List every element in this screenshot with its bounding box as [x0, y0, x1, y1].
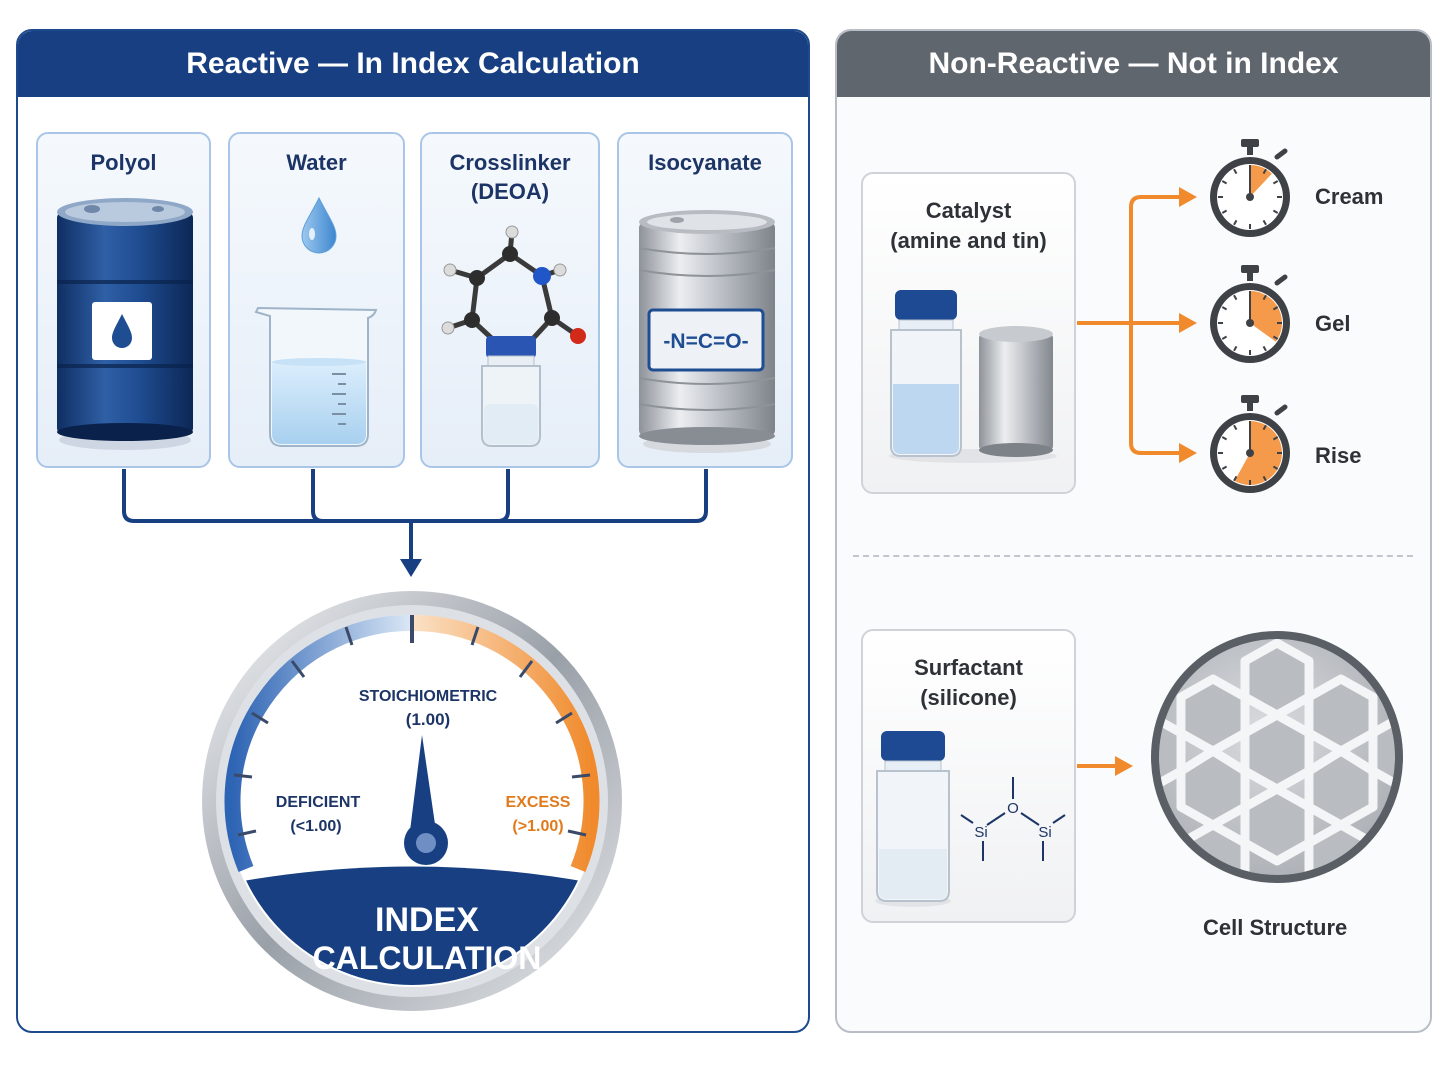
surfactant-label: Surfactant (silicone)	[863, 653, 1074, 713]
timer-tick	[1233, 345, 1238, 352]
crosslinker-label-line1: Crosslinker	[449, 150, 571, 175]
surfactant-arrow	[1077, 756, 1133, 776]
timer-tick	[1233, 219, 1238, 226]
timer-tick	[1233, 168, 1238, 175]
timer-tick	[1262, 294, 1267, 301]
crosslinker-label: Crosslinker (DEOA)	[422, 148, 598, 206]
catalyst-card: Catalyst (amine and tin)	[861, 172, 1076, 494]
non-reactive-panel: Non-Reactive — Not in Index Catalyst (am…	[835, 29, 1432, 1033]
gauge-title-line2: CALCULATION	[313, 940, 542, 976]
water-card: Water	[228, 132, 405, 468]
isocyanate-card: Isocyanate -N=C=O-	[617, 132, 793, 468]
gauge-center-line1: STOICHIOMETRIC	[359, 688, 498, 705]
surfactant-bottle-icon	[875, 731, 951, 907]
cream-timer-icon	[1210, 139, 1290, 237]
water-label: Water	[286, 150, 347, 175]
isocyanate-label: Isocyanate	[648, 150, 762, 175]
timer-tick	[1221, 436, 1228, 441]
catalyst-containers-icon	[889, 290, 1057, 463]
index-gauge: STOICHIOMETRIC (1.00) DEFICIENT (<1.00) …	[202, 591, 622, 1011]
gauge-needle	[409, 735, 436, 847]
arrow-right-icon	[1115, 756, 1133, 776]
beaker-icon	[254, 196, 378, 447]
reactive-panel: Reactive — In Index Calculation Polyol	[16, 29, 810, 1033]
catalyst-label-line2: (amine and tin)	[890, 228, 1047, 253]
polyol-card: Polyol	[36, 132, 211, 468]
arrow-right-icon	[1179, 187, 1197, 207]
catalyst-label-line1: Catalyst	[925, 198, 1012, 223]
gauge-left-line1: DEFICIENT	[276, 794, 361, 811]
timer-tick	[1221, 180, 1228, 185]
gauge-right-line1: EXCESS	[506, 794, 571, 811]
catalyst-arrows	[1077, 187, 1197, 463]
timer-tick	[1272, 180, 1279, 185]
steel-drum-icon: -N=C=O-	[638, 210, 776, 453]
crosslinker-label-line2: (DEOA)	[470, 179, 550, 204]
gauge-left-line2: (<1.00)	[290, 818, 341, 835]
polyol-label: Polyol	[90, 150, 157, 175]
cream-label: Cream	[1315, 184, 1384, 209]
crosslinker-card: Crosslinker (DEOA)	[420, 132, 600, 468]
timer-tick	[1233, 294, 1238, 301]
gel-label: Gel	[1315, 311, 1351, 336]
timer-tick	[1221, 465, 1228, 470]
arrow-right-icon	[1179, 443, 1197, 463]
timer-tick	[1262, 345, 1267, 352]
siloxane-structure-icon: O Si Si	[960, 777, 1066, 861]
connector-lines	[122, 469, 708, 577]
timer-tick	[1233, 424, 1238, 431]
timer-tick	[1221, 335, 1228, 340]
cell-structure-label: Cell Structure	[1203, 915, 1348, 940]
gauge-title-line1: INDEX	[375, 901, 479, 939]
gauge-right-line2: (>1.00)	[512, 818, 563, 835]
down-arrow-icon	[400, 559, 422, 577]
timer-tick	[1262, 219, 1267, 226]
cell-structure-icon	[1151, 631, 1403, 883]
timer-tick	[1221, 306, 1228, 311]
reactive-panel-title: Reactive — In Index Calculation	[18, 31, 808, 97]
surfactant-label-line1: Surfactant	[914, 655, 1023, 680]
surfactant-label-line2: (silicone)	[920, 685, 1017, 710]
deoa-molecule-icon	[441, 225, 586, 447]
timer-tick	[1262, 168, 1267, 175]
timer-tick	[1233, 475, 1238, 482]
timer-tick	[1272, 335, 1279, 340]
nco-label: -N=C=O-	[663, 330, 748, 353]
arrow-right-icon	[1179, 313, 1197, 333]
rise-label: Rise	[1315, 443, 1362, 468]
gauge-center-line2: (1.00)	[406, 710, 450, 729]
timer-tick	[1272, 306, 1279, 311]
timer-tick	[1221, 209, 1228, 214]
polyol-drum-icon	[57, 198, 193, 450]
timer-tick	[1272, 436, 1279, 441]
surfactant-card: Surfactant (silicone) O Si Si	[861, 629, 1076, 923]
rise-timer-icon	[1210, 395, 1290, 493]
siloxane-si-left: Si	[974, 824, 987, 841]
timer-tick	[1262, 424, 1267, 431]
timer-tick	[1262, 475, 1267, 482]
siloxane-o: O	[1007, 800, 1019, 817]
timer-tick	[1272, 209, 1279, 214]
gauge-ticks	[233, 615, 591, 837]
non-reactive-panel-title: Non-Reactive — Not in Index	[837, 31, 1430, 97]
section-divider	[853, 555, 1413, 557]
timer-tick	[1272, 465, 1279, 470]
siloxane-si-right: Si	[1038, 824, 1051, 841]
catalyst-label: Catalyst (amine and tin)	[863, 196, 1074, 256]
gel-timer-icon	[1210, 265, 1290, 363]
